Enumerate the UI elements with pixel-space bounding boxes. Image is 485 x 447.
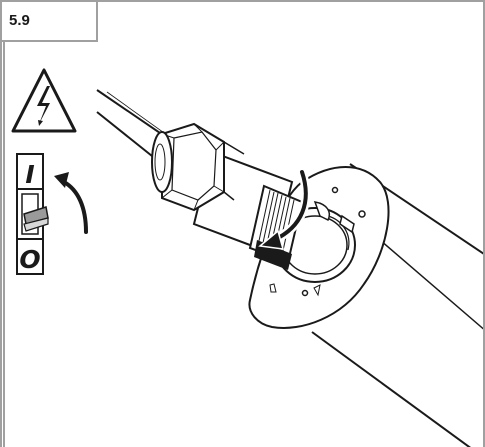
switch-off-label: O	[19, 245, 40, 274]
switch-on-label: I	[25, 160, 34, 189]
step-number-box: 5.9	[2, 2, 98, 42]
connector-plug	[151, 122, 304, 270]
high-voltage-warning-icon	[11, 68, 77, 133]
rotate-arrow-icon	[258, 167, 311, 250]
switch-direction-arrow-icon	[54, 172, 88, 234]
power-switch-icon: I O	[16, 153, 49, 275]
step-number: 5.9	[9, 12, 30, 29]
socket-ring	[274, 201, 356, 283]
